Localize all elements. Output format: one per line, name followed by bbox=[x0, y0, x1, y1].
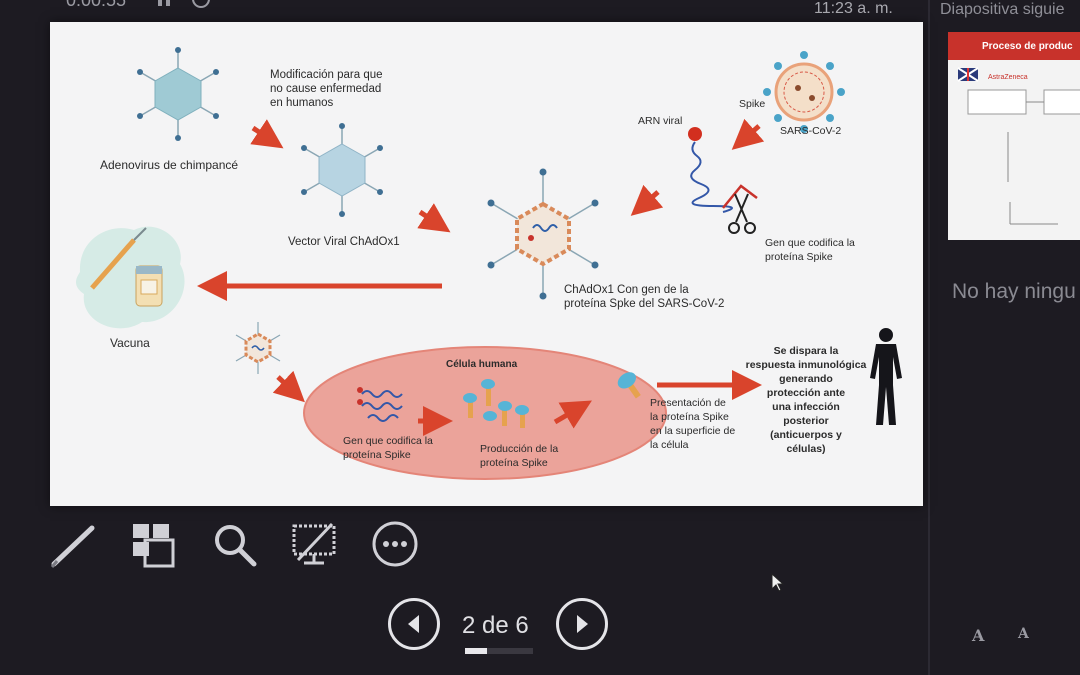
pen-icon bbox=[50, 525, 95, 568]
label-adenovirus: Adenovirus de chimpancé bbox=[100, 158, 239, 172]
arrow-adeno-to-vector bbox=[250, 119, 284, 149]
previous-slide-button[interactable] bbox=[388, 598, 440, 650]
spike-proteins-icon bbox=[463, 379, 529, 428]
restart-timer-icon[interactable] bbox=[192, 0, 210, 8]
sars-cov-2-icon bbox=[763, 51, 845, 133]
label-presentacion: Presentación de la proteína Spike en la … bbox=[650, 397, 736, 451]
vector-viral-icon bbox=[301, 123, 383, 217]
label-modificacion: Modificación para que no cause enfermeda… bbox=[270, 69, 383, 109]
black-screen-icon bbox=[292, 522, 336, 565]
current-slide: Adenovirus de chimpancé Modificación par… bbox=[50, 22, 923, 506]
slide-illustration bbox=[76, 47, 902, 480]
more-options-icon bbox=[372, 521, 418, 567]
chadox1-with-gene-icon bbox=[487, 168, 599, 300]
label-gen-codifica-cell: Gen que codifica la proteína Spike bbox=[343, 435, 433, 461]
arrow-gene-to-chadox bbox=[630, 184, 664, 216]
label-spike: Spike bbox=[739, 98, 766, 110]
adenovirus-icon bbox=[137, 47, 219, 141]
arrow-sars-to-gene bbox=[731, 118, 765, 150]
slide-progress-fill bbox=[465, 648, 488, 654]
see-all-slides-button[interactable] bbox=[128, 520, 178, 570]
chevron-left-icon bbox=[408, 615, 419, 633]
label-respuesta: Se dispara la respuesta inmunológica gen… bbox=[745, 345, 867, 455]
magnifier-icon bbox=[215, 525, 257, 567]
zoom-button[interactable] bbox=[210, 520, 260, 570]
label-gen-codifica-top: Gen que codifica la proteína Spike bbox=[765, 237, 855, 263]
more-options-button[interactable] bbox=[370, 520, 420, 570]
thumb-brand: AstraZeneca bbox=[988, 74, 1028, 81]
next-slide-thumbnail[interactable]: Proceso de produc AstraZeneca bbox=[948, 32, 1080, 240]
slide-counter: 2 de 6 bbox=[462, 612, 529, 639]
increase-font-button[interactable]: A bbox=[972, 626, 985, 645]
next-slide-label: Diapositiva siguie bbox=[940, 1, 1065, 18]
arrow-virus-to-cell bbox=[272, 370, 305, 403]
thumb-title: Proceso de produc bbox=[982, 41, 1073, 52]
thumb-header bbox=[948, 32, 1080, 60]
chevron-right-icon bbox=[577, 615, 588, 633]
panel-divider bbox=[928, 0, 930, 675]
all-slides-icon bbox=[133, 524, 175, 568]
decrease-font-button[interactable]: A bbox=[1018, 626, 1029, 642]
slide-progress-bar bbox=[465, 648, 533, 654]
label-vacuna: Vacuna bbox=[110, 336, 150, 350]
label-sars-cov-2: SARS-CoV-2 bbox=[780, 125, 842, 137]
mouse-cursor-icon bbox=[771, 573, 785, 592]
pause-icon[interactable] bbox=[158, 0, 172, 6]
small-virus-icon bbox=[235, 322, 281, 374]
arrow-production-to-surface bbox=[553, 400, 592, 429]
label-arn-viral: ARN viral bbox=[638, 115, 683, 127]
black-screen-button[interactable] bbox=[290, 520, 340, 570]
notes-area: No hay ningu bbox=[952, 280, 1076, 303]
label-celula-humana: Célula humana bbox=[446, 359, 518, 370]
next-slide-button[interactable] bbox=[556, 598, 608, 650]
scissors-icon bbox=[728, 193, 756, 234]
clock: 11:23 a. m. bbox=[814, 0, 893, 17]
surface-spike-icon bbox=[617, 372, 641, 399]
presentation-timer: 0:00:55 bbox=[66, 0, 127, 10]
label-chadox-gen: ChAdOx1 Con gen de la proteína Spke del … bbox=[564, 284, 725, 310]
arrow-vector-to-chadox bbox=[417, 203, 451, 233]
label-produccion: Producción de la proteína Spike bbox=[480, 443, 559, 469]
label-vector-viral: Vector Viral ChAdOx1 bbox=[288, 236, 400, 248]
pen-tool-button[interactable] bbox=[48, 520, 98, 570]
human-silhouette-icon bbox=[870, 328, 902, 425]
arn-viral-icon bbox=[688, 127, 758, 213]
gene-strands-icon bbox=[357, 387, 403, 422]
vaccine-icon bbox=[76, 226, 185, 329]
thumb-diagram bbox=[957, 67, 1080, 225]
